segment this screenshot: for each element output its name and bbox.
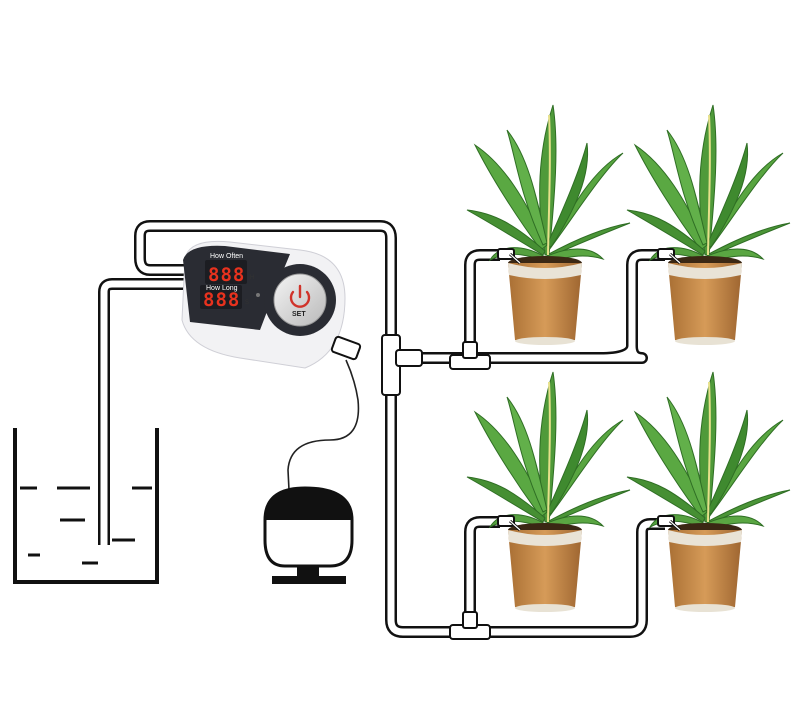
power-icon — [289, 284, 311, 308]
set-label: SET — [292, 311, 306, 318]
water-container-icon — [13, 428, 159, 584]
water-pump-icon — [263, 486, 354, 584]
tee-connector-main — [381, 334, 423, 396]
plant-pot-top-left — [466, 104, 631, 346]
interval-display: 888 — [208, 264, 245, 286]
hours-unit: H — [250, 275, 254, 281]
seconds-unit: S — [245, 300, 249, 306]
timer-controller: How Often How Long 888 888 H S SET — [181, 240, 362, 369]
how-long-label: How Long — [206, 285, 238, 292]
duration-display: 888 — [203, 289, 240, 311]
pump-cable — [287, 359, 360, 491]
plant-pot-bottom-right — [626, 371, 791, 613]
set-button[interactable]: SET — [264, 264, 336, 336]
tee-connector-upper — [449, 341, 491, 370]
plant-pot-top-right — [626, 104, 791, 346]
how-often-label: How Often — [210, 253, 243, 260]
irrigation-tubing — [98, 220, 665, 638]
tee-connector-lower — [449, 611, 491, 640]
plant-pot-bottom-left — [466, 371, 631, 613]
